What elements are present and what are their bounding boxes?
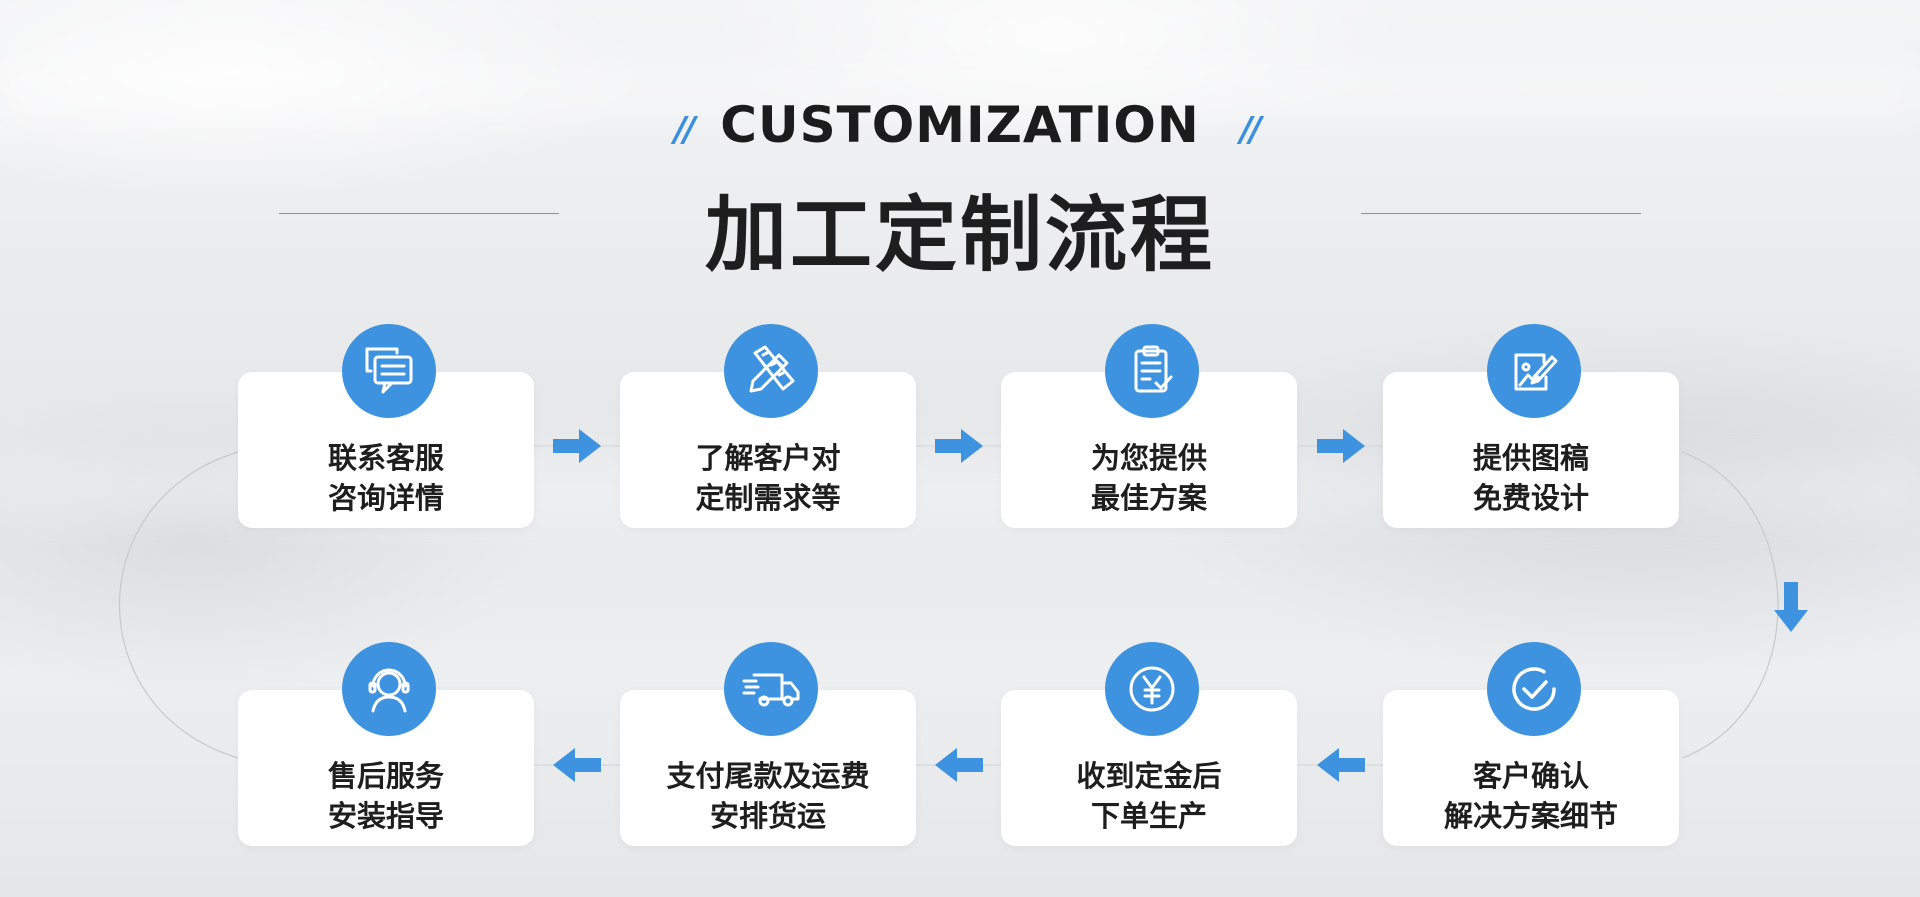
divider-line-left: [279, 213, 559, 214]
step-label-line1: 售后服务: [327, 759, 444, 793]
step-label-line2: 解决方案细节: [1443, 799, 1618, 833]
step-label-line2: 免费设计: [1472, 481, 1589, 515]
arrow-left-icon: [1317, 748, 1365, 782]
step-label: 联系客服 咨询详情: [238, 438, 534, 518]
step-label-line1: 客户确认: [1472, 759, 1589, 793]
step-label-line2: 安装指导: [327, 799, 444, 833]
design-draft-icon: [1487, 324, 1581, 418]
arrow-down-icon: [1774, 582, 1808, 632]
arrow-right-icon: [1317, 429, 1365, 463]
check-circle-icon: [1487, 642, 1581, 736]
divider-line-right: [1361, 213, 1641, 214]
step-label-line2: 咨询详情: [327, 481, 444, 515]
step-label: 售后服务 安装指导: [238, 756, 534, 836]
arrow-left-icon: [935, 748, 983, 782]
customer-service-icon: [342, 642, 436, 736]
step-label: 了解客户对 定制需求等: [620, 438, 916, 518]
step-label-line2: 下单生产: [1090, 799, 1207, 833]
step-label-line1: 为您提供: [1090, 441, 1207, 475]
background-light-band: [0, 60, 1920, 120]
step-label: 为您提供 最佳方案: [1001, 438, 1297, 518]
step-label-line1: 支付尾款及运费: [666, 759, 870, 793]
arrow-right-icon: [553, 429, 601, 463]
page-title: CUSTOMIZATION: [720, 96, 1200, 154]
step-label-line1: 联系客服: [327, 441, 444, 475]
step-label-line2: 最佳方案: [1090, 481, 1207, 515]
step-label-line1: 了解客户对: [695, 441, 841, 475]
delivery-truck-icon: [724, 642, 818, 736]
step-label: 支付尾款及运费 安排货运: [620, 756, 916, 836]
title-slash-right: //: [1240, 110, 1262, 150]
clipboard-check-icon: [1105, 324, 1199, 418]
step-label-line1: 提供图稿: [1472, 441, 1589, 475]
step-label-line1: 收到定金后: [1076, 759, 1222, 793]
title-slash-left: //: [674, 110, 696, 150]
step-label: 客户确认 解决方案细节: [1383, 756, 1679, 836]
chat-icon: [342, 324, 436, 418]
pencil-ruler-icon: [724, 324, 818, 418]
step-label-line2: 定制需求等: [695, 481, 841, 515]
arrow-left-icon: [553, 748, 601, 782]
step-label-line2: 安排货运: [709, 799, 826, 833]
arrow-right-icon: [935, 429, 983, 463]
yen-coin-icon: [1105, 642, 1199, 736]
page-subtitle: 加工定制流程: [704, 188, 1215, 283]
step-card-4: 提供图稿 免费设计: [1383, 372, 1679, 528]
step-label: 提供图稿 免费设计: [1383, 438, 1679, 518]
step-label: 收到定金后 下单生产: [1001, 756, 1297, 836]
